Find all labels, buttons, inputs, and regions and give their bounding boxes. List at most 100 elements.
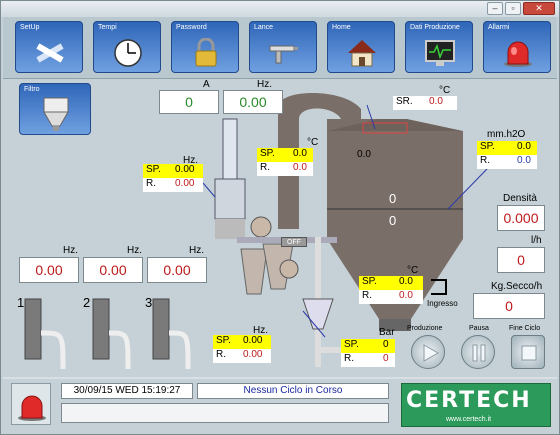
- cone-temp-r-row: R. 0.0: [359, 290, 423, 304]
- bar-sp-row[interactable]: SP. 0: [341, 339, 395, 353]
- ampere-value: 0: [159, 90, 219, 114]
- temp-sp-value: 0.0: [293, 148, 307, 159]
- ingresso-icon[interactable]: [431, 279, 447, 295]
- pump-2-hz-label: Hz.: [127, 245, 142, 256]
- toolbar-home-button[interactable]: Home: [327, 21, 395, 73]
- ampere-label: A: [203, 79, 210, 90]
- minimize-button[interactable]: –: [487, 2, 503, 15]
- pause-icon: [472, 344, 486, 362]
- spray-dryer-diagram: [24, 93, 488, 370]
- bar-r-value: 0: [383, 353, 389, 364]
- fine-ciclo-label: Fine Ciclo: [509, 325, 541, 332]
- filter-icon: [43, 97, 69, 131]
- sr-row: SR. 0.0: [393, 96, 457, 110]
- temp-r-value: 0.0: [293, 162, 307, 173]
- toolbar-dati-produzione-label: Dati Produzione: [410, 24, 460, 31]
- alarm-siren-icon: [504, 41, 532, 67]
- toolbar-setup-label: SetUp: [20, 24, 40, 31]
- density-label: Densità: [503, 193, 537, 204]
- pump-1-hz-value: 0.00: [19, 257, 79, 283]
- toolbar: SetUp Tempi Password Lance: [3, 17, 557, 79]
- cone-temp-sp-value: 0.0: [399, 276, 413, 287]
- toolbar-password-label: Password: [176, 24, 207, 31]
- alarm-siren-icon: [18, 395, 46, 421]
- house-icon: [348, 40, 376, 67]
- bar-label: Bar: [379, 327, 395, 338]
- fine-ciclo-button[interactable]: [511, 335, 545, 369]
- flow-value: 0: [497, 247, 545, 273]
- bottom-hz-r-label: R.: [216, 349, 226, 360]
- sr-label: SR.: [396, 96, 413, 107]
- toolbar-password-button[interactable]: Password: [171, 21, 239, 73]
- message-field: [61, 403, 389, 423]
- flow-unit-label: l/h: [531, 235, 542, 246]
- ingresso-label: Ingresso: [427, 299, 458, 308]
- toolbar-setup-button[interactable]: SetUp: [15, 21, 83, 73]
- sr-value: 0.0: [429, 96, 443, 107]
- pump-1-hz-label: Hz.: [63, 245, 78, 256]
- cone-temp-sp-row[interactable]: SP. 0.0: [359, 276, 423, 290]
- pump-3-hz-label: Hz.: [189, 245, 204, 256]
- setup-tools-icon: [36, 43, 64, 63]
- clock-icon: [114, 39, 142, 67]
- play-icon: [423, 344, 440, 362]
- sr-degree-label: °C: [439, 85, 451, 96]
- certech-logo: CERTECH www.certech.it: [401, 383, 551, 427]
- pressure-sp-row[interactable]: SP. 0.0: [477, 141, 537, 155]
- hz-top-label: Hz.: [257, 79, 272, 90]
- filtro-button[interactable]: Filtro: [19, 83, 91, 135]
- pressure-r-label: R.: [480, 155, 490, 166]
- hz-left-label: Hz.: [183, 155, 198, 166]
- pump-2-hz-value: 0.00: [83, 257, 143, 283]
- produzione-label: Produzione: [407, 325, 443, 332]
- toolbar-allarmi-button[interactable]: Allarmi: [483, 21, 551, 73]
- bottom-hz-sp-row[interactable]: SP. 0.00: [213, 335, 271, 349]
- pausa-button[interactable]: [461, 335, 495, 369]
- toolbar-home-label: Home: [332, 24, 351, 31]
- hz-left-r-row: R. 0.00: [143, 178, 203, 192]
- bottom-hz-r-value: 0.00: [243, 349, 263, 360]
- bar-sp-label: SP.: [344, 339, 359, 350]
- temp-r-label: R.: [260, 162, 270, 173]
- toolbar-lance-label: Lance: [254, 24, 274, 31]
- hz-left-sp-row[interactable]: SP. 0.00: [143, 164, 203, 178]
- temp-r-row: R. 0.0: [257, 162, 313, 176]
- hz-top-value: 0.00: [223, 90, 283, 114]
- density-value: 0.000: [497, 205, 545, 231]
- off-status-badge[interactable]: OFF: [281, 237, 307, 247]
- title-bar: – ▫ ✕: [1, 1, 559, 17]
- toolbar-tempi-button[interactable]: Tempi: [93, 21, 161, 73]
- pressure-r-value: 0.0: [517, 155, 531, 166]
- hz-left-r-value: 0.00: [175, 178, 195, 189]
- hz-left-sp-label: SP.: [146, 164, 161, 175]
- cone-temp-r-label: R.: [362, 290, 372, 301]
- certech-url: www.certech.it: [446, 416, 492, 423]
- center-value-2: 0: [389, 213, 397, 228]
- dry-kg-value: 0: [473, 293, 545, 319]
- close-button[interactable]: ✕: [523, 2, 555, 15]
- alarm-button[interactable]: [11, 383, 51, 425]
- stop-icon: [521, 345, 537, 361]
- bottom-hz-sp-value: 0.00: [243, 335, 263, 346]
- center-value-1: 0: [389, 191, 397, 206]
- maximize-button[interactable]: ▫: [505, 2, 521, 15]
- cone-temp-sp-label: SP.: [362, 276, 377, 287]
- pausa-label: Pausa: [469, 325, 489, 332]
- pressure-sp-value: 0.0: [517, 141, 531, 152]
- temp-sp-row[interactable]: SP. 0.0: [257, 148, 313, 162]
- hz-left-r-label: R.: [146, 178, 156, 189]
- toolbar-dati-produzione-button[interactable]: Dati Produzione: [405, 21, 473, 73]
- toolbar-lance-button[interactable]: Lance: [249, 21, 317, 73]
- padlock-icon: [195, 38, 217, 67]
- chamber-value: 0.0: [357, 149, 371, 160]
- toolbar-allarmi-label: Allarmi: [488, 24, 510, 31]
- produzione-button[interactable]: [411, 335, 445, 369]
- datetime-display: 30/09/15 WED 15:19:27: [61, 383, 193, 399]
- toolbar-tempi-label: Tempi: [98, 24, 117, 31]
- cycle-status: Nessun Ciclo in Corso: [197, 383, 389, 399]
- status-bar: 30/09/15 WED 15:19:27 Nessun Ciclo in Co…: [3, 377, 557, 433]
- bar-r-row: R. 0: [341, 353, 395, 367]
- process-panel: Filtro: [3, 79, 557, 377]
- dry-kg-label: Kg.Secco/h: [491, 281, 543, 292]
- pump-1-number: 1: [17, 295, 25, 310]
